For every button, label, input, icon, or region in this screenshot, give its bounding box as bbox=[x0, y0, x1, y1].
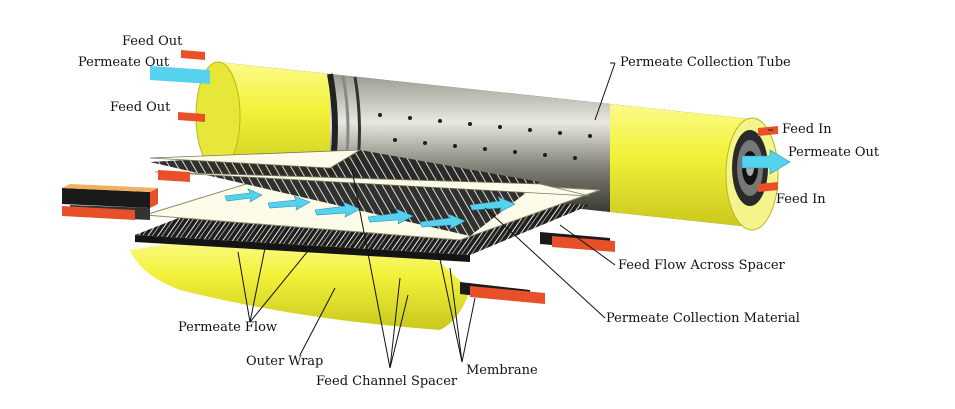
label-feed-channel-spacer: Feed Channel Spacer bbox=[316, 374, 458, 389]
label-permeate-flow: Permeate Flow bbox=[178, 320, 278, 335]
label-outer-wrap: Outer Wrap bbox=[246, 354, 324, 369]
membrane-cylinder bbox=[195, 61, 779, 231]
label-permeate-collection-tube: Permeate Collection Tube bbox=[620, 55, 791, 70]
left-flow-arrows bbox=[62, 50, 210, 220]
label-feed-flow-across-spacer: Feed Flow Across Spacer bbox=[618, 258, 785, 273]
permeate-flow-arrows bbox=[224, 188, 516, 230]
label-feed-in-top: Feed In bbox=[782, 122, 832, 137]
label-membrane: Membrane bbox=[466, 363, 538, 378]
label-permeate-collection-material: Permeate Collection Material bbox=[606, 311, 800, 326]
leader-lines bbox=[237, 62, 773, 369]
label-permeate-out-left: Permeate Out bbox=[78, 55, 170, 70]
label-feed-out-top: Feed Out bbox=[122, 34, 183, 49]
unwound-membrane-leaves bbox=[130, 149, 601, 330]
label-permeate-out-right: Permeate Out bbox=[788, 145, 880, 160]
label-feed-in-bottom: Feed In bbox=[776, 192, 826, 207]
right-flow-arrows bbox=[460, 126, 791, 304]
label-feed-out-lower: Feed Out bbox=[110, 100, 171, 115]
